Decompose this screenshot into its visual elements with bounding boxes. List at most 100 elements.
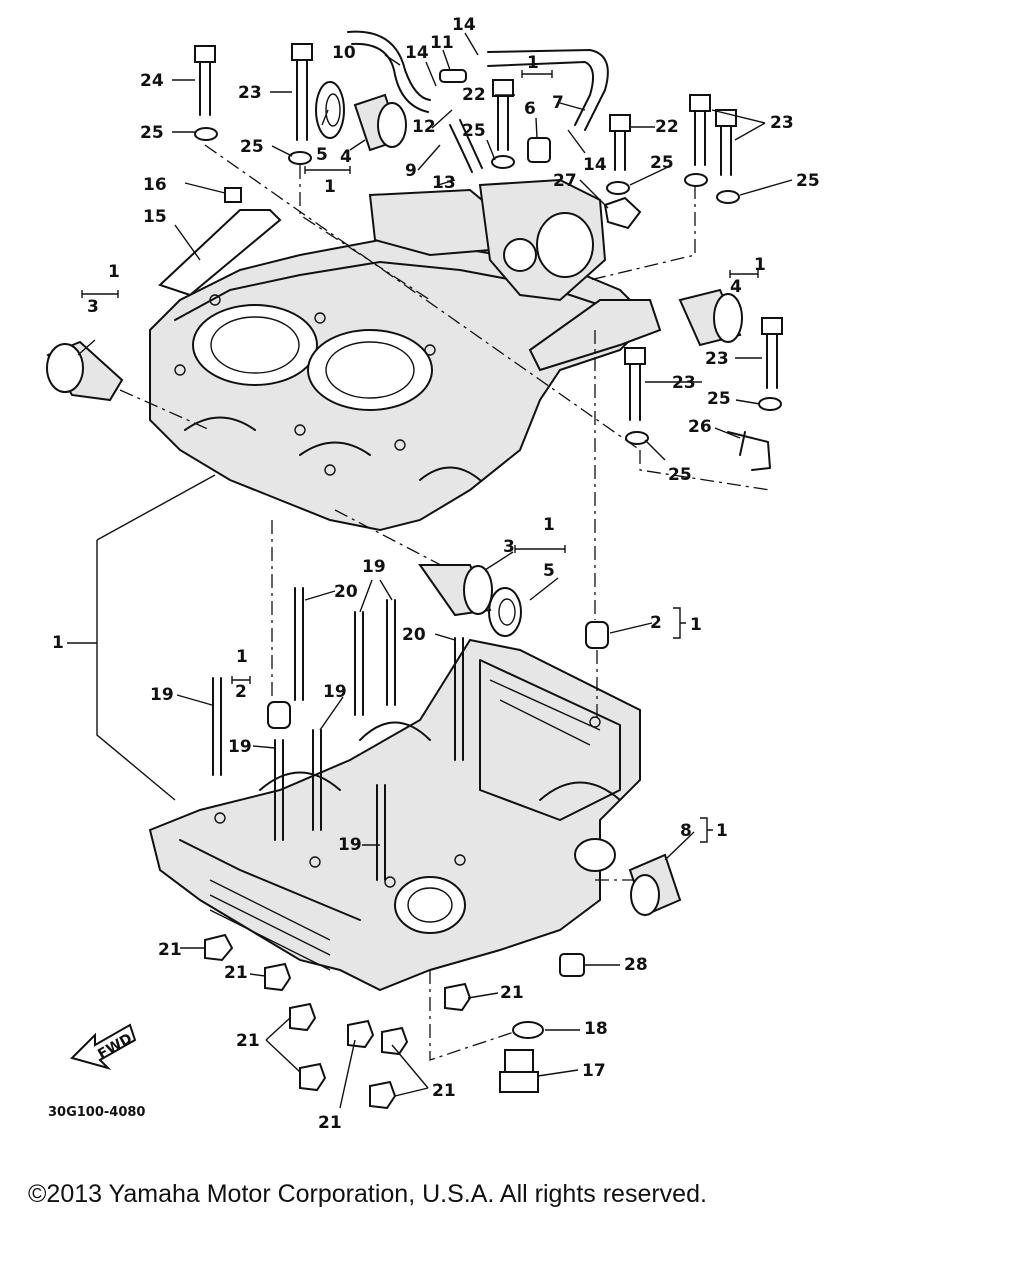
callout: 3: [87, 297, 99, 317]
callout: 21: [318, 1113, 342, 1133]
bolt-23-a: [288, 43, 313, 165]
callout: 25: [462, 121, 486, 141]
callout: 21: [432, 1081, 456, 1101]
callout: 25: [668, 465, 692, 485]
bearing-3-b: [418, 564, 493, 617]
callout: 25: [707, 389, 731, 409]
callout: 1: [690, 615, 702, 635]
hose-10: [347, 30, 431, 113]
callout: 9: [405, 161, 417, 181]
bolt-23-c: [715, 109, 740, 204]
callout: 16: [143, 175, 167, 195]
callout: 12: [412, 117, 436, 137]
callout: 25: [650, 153, 674, 173]
callout: 21: [236, 1031, 260, 1051]
bearing-3-a: [46, 340, 124, 402]
callout: 5: [543, 561, 555, 581]
callout: 1: [52, 633, 64, 653]
callout: 5: [316, 145, 328, 165]
callout: 14: [405, 43, 429, 63]
callout: 19: [150, 685, 174, 705]
callout: 28: [624, 955, 648, 975]
callout: 25: [240, 137, 264, 157]
studs: [212, 587, 464, 881]
callout: 21: [500, 983, 524, 1003]
callout: 1: [527, 53, 539, 73]
leader-lines: [77, 32, 793, 1109]
callout: 25: [140, 123, 164, 143]
bolt-23-b: [684, 94, 711, 187]
callout-labels: 24 23 25 25 16 15 1 3 10 14 11 14 5 4 1 …: [48, 15, 820, 1133]
callout: 21: [224, 963, 248, 983]
callout: 1: [324, 177, 336, 197]
callout: 21: [158, 940, 182, 960]
callout: 19: [323, 682, 347, 702]
hose-13: [449, 119, 483, 173]
bolt-23-e: [624, 347, 649, 445]
callout: 23: [705, 349, 729, 369]
callout: 17: [582, 1061, 606, 1081]
callout: 22: [655, 117, 679, 137]
bracket-27: [603, 196, 642, 230]
oil-seal-5-a: [315, 81, 345, 139]
drain-plug-17: [499, 1049, 539, 1093]
assembly-lines: [119, 144, 771, 1061]
callout: 19: [228, 737, 252, 757]
callout: 11: [430, 33, 454, 53]
callout: 8: [680, 821, 692, 841]
dowel-pin-2-a: [585, 621, 609, 649]
callout: 15: [143, 207, 167, 227]
callout: 23: [672, 373, 696, 393]
callout: 1: [716, 821, 728, 841]
callout: 18: [584, 1019, 608, 1039]
bolt-23-d: [758, 317, 783, 411]
callout: 4: [340, 147, 352, 167]
bolt-24: [194, 45, 218, 141]
fitting-6: [527, 137, 551, 163]
callout: 2: [650, 613, 662, 633]
callout: 19: [338, 835, 362, 855]
copyright-notice: ©2013 Yamaha Motor Corporation, U.S.A. A…: [28, 1180, 707, 1208]
callout: 2: [235, 682, 247, 702]
bolt-22-a: [491, 79, 515, 169]
callout: 4: [730, 277, 742, 297]
callout: 19: [362, 557, 386, 577]
bracket-26: [727, 431, 771, 471]
bearing-4-b: [678, 288, 743, 347]
sleeve-8: [628, 853, 682, 917]
callout: 1: [754, 255, 766, 275]
callout: 1: [543, 515, 555, 535]
callout: 14: [452, 15, 476, 35]
upper-crankcase: [149, 178, 662, 532]
callout: 1: [236, 647, 248, 667]
callout: 22: [462, 85, 486, 105]
callout: 24: [140, 71, 164, 91]
bracket-lines: [67, 70, 759, 843]
flange-nuts-21: [204, 933, 472, 1110]
crankcase-exploded-diagram: FWD: [46, 15, 820, 1133]
callout: 25: [796, 171, 820, 191]
callout: 10: [332, 43, 356, 63]
callout: 1: [108, 262, 120, 282]
callout: 26: [688, 417, 712, 437]
hose-7: [487, 49, 609, 131]
fwd-arrow-icon: FWD: [70, 1023, 137, 1070]
callout: 23: [770, 113, 794, 133]
bearing-4-a: [353, 93, 407, 152]
lower-crankcase: [148, 638, 641, 992]
plug-28: [559, 953, 585, 977]
gasket-15: [158, 209, 282, 297]
gasket-18: [512, 1021, 544, 1039]
callout: 27: [553, 171, 577, 191]
diagram-code: 30G100-4080: [48, 1105, 145, 1120]
bolt-16: [224, 187, 242, 203]
bolt-22-b: [606, 114, 631, 195]
callout: 3: [503, 537, 515, 557]
fitting-11: [439, 69, 467, 83]
callout: 20: [402, 625, 426, 645]
callout: 7: [552, 93, 564, 113]
callout: 14: [583, 155, 607, 175]
callout: 6: [524, 99, 536, 119]
callout: 20: [334, 582, 358, 602]
callout: 23: [238, 83, 262, 103]
